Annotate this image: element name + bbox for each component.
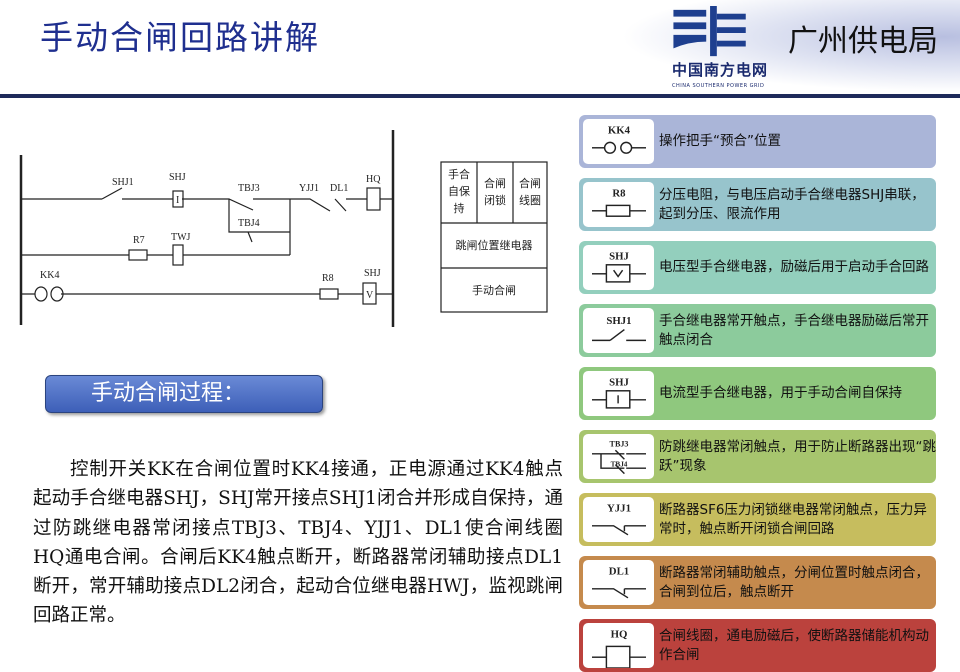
symbol-label: DL1 (608, 565, 628, 577)
organization-name: 广州供电局 (788, 24, 938, 59)
label-shj-v: SHJ (364, 268, 381, 279)
symbol-description: 操作把手“预合”位置 (659, 133, 781, 149)
legend-card: KK4 操作把手“预合”位置 (579, 115, 936, 168)
legend-card: DL1 断路器常闭辅助触点，分闸位置时触点闭合，合闸到位后，触点断开 (579, 556, 936, 609)
symbol-label: TBJ4 (610, 460, 627, 468)
table-cell-text: 跳闸位置继电器 (456, 238, 533, 252)
symbol-label: YJJ1 (607, 502, 631, 514)
symbol-description: 电压型手合继电器，励磁后用于启动手合回路 (659, 259, 929, 275)
table-cell-text: 闭锁 (484, 193, 506, 207)
symbol-label: SHJ (609, 250, 629, 262)
symbol-label: SHJ1 (606, 315, 631, 327)
logo-text-cn: 中国南方电网 (672, 61, 769, 79)
table-cell-text: 合闸 (484, 176, 506, 190)
label-r7: R7 (133, 235, 145, 246)
i-symbol-icon: SHJ (583, 371, 654, 416)
symbol-description: 合闸线圈，通电励磁后，使断路器储能机构动作合闸 (659, 627, 929, 663)
nc-symbol-icon: DL1 (583, 560, 654, 605)
logo-text-en: CHINA SOUTHERN POWER GRID (672, 83, 765, 89)
table-cell-text: 合闸 (519, 176, 541, 190)
legend-card: SHJ1 手合继电器常开触点，手合继电器励磁后常开触点闭合 (579, 304, 936, 357)
legend-card: R8 分压电阻，与电压启动手合继电器SHJ串联，起到分压、限流作用 (579, 178, 936, 231)
symbol-label: TBJ3 (609, 440, 628, 449)
process-heading: 手动合闸过程： (45, 375, 323, 413)
symbol-description: 断路器SF6压力闭锁继电器常闭触点，压力异常时，触点断开闭锁合闸回路 (659, 501, 927, 537)
label-i: I (176, 195, 179, 206)
process-description: 控制开关KK在合闸位置时KK4接通，正电源通过KK4触点起动手合继电器SHJ，S… (33, 459, 563, 627)
symbol-label: SHJ (609, 376, 629, 388)
header-divider (0, 94, 960, 98)
circuit-diagram: SHJ1 SHJ I TBJ3 TBJ4 YJJ1 DL1 HQ R7 TWJ … (19, 130, 548, 327)
label-v: V (366, 290, 374, 301)
table-cell-text: 自保 (448, 184, 470, 198)
r-symbol-icon: R8 (583, 182, 654, 227)
legend-card: SHJ 电流型手合继电器，用于手动合闸自保持 (579, 367, 936, 420)
symbol-label: HQ (610, 628, 627, 640)
legend-card: SHJ 电压型手合继电器，励磁后用于启动手合回路 (579, 241, 936, 294)
label-dl1: DL1 (330, 183, 348, 194)
symbol-label: R8 (612, 187, 626, 199)
label-shj: SHJ (169, 172, 186, 183)
label-yjj1: YJJ1 (299, 183, 319, 194)
symbol-description: 分压电阻，与电压启动手合继电器SHJ串联，起到分压、限流作用 (659, 186, 925, 222)
table-cell-text: 线圈 (519, 193, 541, 207)
label-tbj4: TBJ4 (238, 218, 260, 229)
label-r8: R8 (322, 273, 334, 284)
hq-symbol-icon: HQ (583, 623, 654, 668)
label-tbj3: TBJ3 (238, 183, 260, 194)
symbol-description: 断路器常闭辅助触点，分闸位置时触点闭合，合闸到位后，触点断开 (659, 564, 929, 600)
legend-card: YJJ1 断路器SF6压力闭锁继电器常闭触点，压力异常时，触点断开闭锁合闸回路 (579, 493, 936, 546)
table-cell-text: 手动合闸 (472, 283, 516, 297)
symbol-description: 电流型手合继电器，用于手动合闸自保持 (659, 385, 902, 401)
label-hq: HQ (366, 174, 381, 185)
table-cell-text: 手合 (448, 167, 470, 181)
page-title: 手动合闸回路讲解 (40, 18, 320, 57)
label-twj: TWJ (171, 232, 191, 243)
kk-symbol-icon: KK4 (583, 119, 654, 164)
symbol-label: KK4 (607, 124, 630, 136)
symbol-description: 防跳继电器常闭触点，用于防止断路器出现“跳跃”现象 (659, 438, 936, 474)
symbol-description: 手合继电器常开触点，手合继电器励磁后常开触点闭合 (659, 312, 929, 348)
csg-logo-icon (673, 6, 746, 57)
table-cell-text: 持 (454, 201, 465, 215)
legend-card: HQ 合闸线圈，通电励磁后，使断路器储能机构动作合闸 (579, 619, 936, 672)
nc-symbol-icon: YJJ1 (583, 497, 654, 542)
no-symbol-icon: SHJ1 (583, 308, 654, 353)
v-symbol-icon: SHJ (583, 245, 654, 290)
label-kk4: KK4 (40, 270, 59, 281)
label-shj1: SHJ1 (112, 177, 134, 188)
